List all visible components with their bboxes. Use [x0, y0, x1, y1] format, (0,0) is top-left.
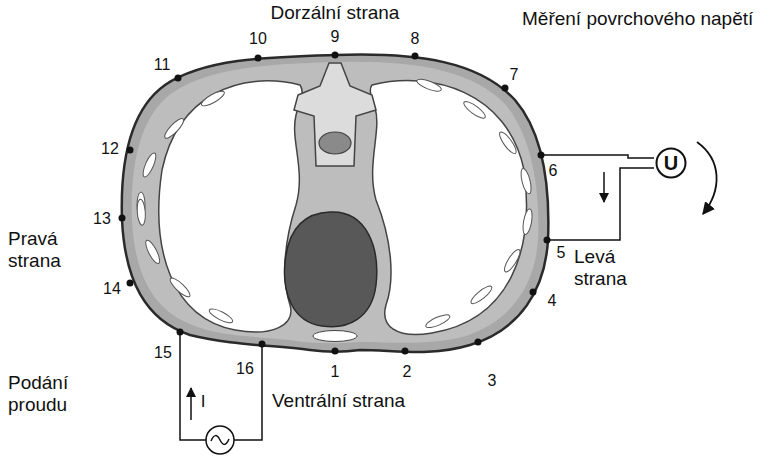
rib	[200, 89, 227, 109]
rib	[168, 276, 192, 300]
electrode-number: 2	[403, 363, 412, 381]
electrode-number: 15	[154, 344, 172, 362]
side-label: Měření povrchového napětí	[522, 8, 774, 30]
voltmeter-label: U	[655, 153, 687, 173]
rib	[136, 199, 146, 226]
electrode-number: 4	[548, 292, 557, 310]
electrode-number: 5	[557, 244, 566, 262]
rib	[208, 306, 235, 325]
electrode-number: 3	[488, 372, 497, 390]
rib	[141, 151, 159, 178]
ac-source-wave	[211, 436, 229, 445]
measurement-wires	[541, 155, 654, 240]
current-wires	[180, 332, 262, 440]
electrode-number: 10	[249, 30, 267, 48]
electrode-number: 11	[154, 56, 171, 74]
electrode-number: 7	[510, 66, 519, 84]
electrode-number: 8	[411, 30, 420, 48]
electrode-number: 12	[101, 140, 119, 158]
heart	[284, 212, 376, 327]
rib	[497, 130, 519, 156]
vertebral-body	[319, 132, 351, 154]
rib	[162, 116, 186, 140]
electrode-number: 16	[236, 360, 254, 378]
right-lung	[159, 81, 302, 332]
loop-arrow	[697, 142, 717, 214]
sternum	[313, 331, 357, 342]
rib	[143, 238, 162, 265]
side-label: Pravá strana	[8, 228, 80, 272]
current-arrow	[190, 388, 192, 420]
side-label: Ventrální strana	[272, 390, 405, 412]
electrode-number: 9	[331, 28, 340, 46]
rib	[521, 208, 533, 235]
voltage-arrow	[603, 172, 605, 202]
ac-source-symbol	[206, 426, 234, 454]
voltmeter-circle: U	[655, 147, 687, 179]
side-label: Podání proudu	[8, 372, 88, 416]
electrode-number: 14	[103, 280, 121, 298]
side-label: I	[201, 392, 206, 412]
left-lung	[370, 81, 526, 335]
thorax-outline	[122, 55, 549, 353]
vertebra	[294, 63, 376, 166]
rib	[424, 312, 451, 330]
inner-tissue	[132, 62, 539, 344]
electrodes	[119, 52, 551, 355]
electrode-number: 13	[93, 210, 111, 228]
side-label: Levá strana	[574, 246, 646, 290]
side-label: Dorzální strana	[271, 2, 400, 24]
electrode-number: 1	[331, 363, 340, 381]
rib	[502, 248, 523, 274]
rib	[415, 77, 442, 94]
rib	[462, 99, 488, 121]
rib	[469, 284, 494, 307]
rib	[519, 168, 533, 195]
electrode-number: 6	[549, 162, 558, 180]
